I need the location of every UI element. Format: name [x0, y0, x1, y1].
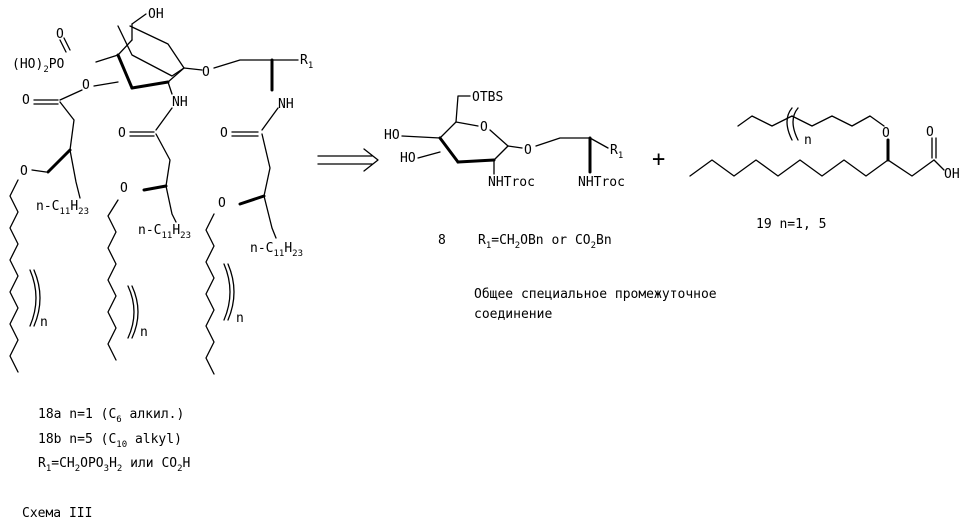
compound-8-structure: OTBS O HO HO NHTroc O R1 NHTroc — [384, 90, 625, 190]
c8-ring-side — [494, 146, 508, 160]
c19-ether-o: O — [882, 126, 890, 141]
c8-ho2: HO — [400, 151, 416, 166]
c19-bracket-b — [793, 108, 798, 140]
c18-phosphate: (HO)2PO — [12, 57, 65, 75]
c18-chain3 — [262, 134, 270, 196]
c18-po-double2 — [64, 38, 70, 50]
c18-alkyl1: n-C11H23 — [36, 199, 89, 217]
c18-ring-bonds — [118, 26, 184, 76]
c18-chain2 — [156, 134, 170, 186]
c18-n2: n — [140, 325, 148, 340]
compound-19-structure: O n O OH — [690, 108, 960, 182]
c18-ether1-o: O — [20, 164, 28, 179]
c18-tail1 — [10, 180, 18, 372]
c18-ester-carbonyl-o: O — [22, 93, 30, 108]
c18-n3: n — [236, 311, 244, 326]
c19-n: n — [804, 133, 812, 148]
c8-label: R1=CH2OBn or CO2Bn — [478, 233, 612, 251]
c8-ho2-bond — [418, 152, 440, 158]
c18-ether3-o: O — [218, 196, 226, 211]
c18-label-line3: R1=CH2OPO3H2 или CO2H — [38, 456, 190, 474]
c18-r1: R1 — [300, 53, 313, 71]
c18-amide1 — [156, 108, 172, 130]
c19-oh: OH — [944, 167, 960, 182]
c18-glyco-o: O — [202, 65, 210, 80]
c18-label-line2: 18b n=5 (C10 alkyl) — [38, 432, 182, 450]
c8-ring-right — [490, 130, 508, 146]
plus-sign: + — [652, 147, 665, 172]
c18-nh2: NH — [278, 97, 294, 112]
c18-amide2-o: O — [220, 126, 228, 141]
c18-glyco-bond — [184, 68, 202, 70]
c19-oh-bond — [934, 160, 944, 170]
c18-ether2-o: O — [120, 181, 128, 196]
c18-wedge2 — [144, 186, 166, 190]
c18-tail2 — [108, 200, 118, 360]
c8-glyco-bond — [508, 146, 522, 148]
c18-bracket1 — [30, 270, 36, 326]
c18-nh1-bond — [168, 82, 172, 94]
c8-ring-front1 — [440, 138, 458, 162]
c19-bracket — [787, 108, 792, 140]
scheme-title: Схема III — [22, 506, 92, 521]
intermediate-caption-line2: соединение — [474, 307, 552, 322]
c19-main-chain — [690, 160, 888, 176]
intermediate-caption-line1: Общее специальное промежуточное — [474, 287, 717, 302]
c18-wedge3 — [240, 196, 264, 204]
c8-r1: R1 — [610, 143, 623, 161]
c8-nhtroc2: NHTroc — [578, 175, 625, 190]
c18-label-line1: 18a n=1 (C6 алкил.) — [38, 407, 184, 425]
c18-p-o-bond — [96, 55, 118, 62]
c18-bracket3 — [224, 264, 230, 320]
c19-acid-o: O — [926, 125, 934, 140]
c18-wedge1 — [48, 150, 70, 172]
c8-aglycone — [536, 138, 608, 148]
c18-n1: n — [40, 315, 48, 330]
c18-ester-to-co — [60, 90, 82, 100]
c18-chain1-lower — [70, 150, 80, 198]
c18-tail3 — [206, 214, 214, 374]
c8-ring-left — [440, 122, 456, 138]
c18-chain2-lower — [166, 186, 176, 222]
c18-bracket2 — [128, 286, 134, 338]
c18-ring-bond-left — [118, 40, 132, 55]
c18-ring-bond-front2 — [132, 82, 168, 88]
c18-bracket3b — [228, 264, 234, 320]
c8-nhtroc1: NHTroc — [488, 175, 535, 190]
c18-alkyl3: n-C11H23 — [250, 241, 303, 259]
c18-amide2 — [262, 108, 278, 130]
compound-18-structure: OH (HO)2PO O O O O n-C11H23 n NH O — [10, 7, 313, 374]
c18-amide1-o: O — [118, 126, 126, 141]
c8-otbs: OTBS — [472, 90, 503, 105]
c18-nh1: NH — [172, 95, 188, 110]
c19-ether-chain — [738, 116, 884, 126]
c8-ho1-bond — [402, 136, 440, 138]
c8-glyco-o: O — [524, 143, 532, 158]
c18-ch2oh-bond — [132, 14, 146, 24]
c8-ho1: HO — [384, 128, 400, 143]
c18-aglycone — [214, 60, 272, 68]
c8-ring-front2 — [458, 160, 494, 162]
c18-oh: OH — [148, 7, 164, 22]
c8-ring-o: O — [480, 120, 488, 135]
c8-number: 8 — [438, 233, 446, 248]
c18-alkyl2: n-C11H23 — [138, 223, 191, 241]
retrosynthesis-arrow — [318, 149, 378, 171]
c8-ring-top — [456, 122, 478, 126]
c18-bracket2b — [132, 286, 138, 338]
c18-ester-o: O — [82, 78, 90, 93]
c18-chain3-lower — [264, 196, 276, 238]
c8-ch2 — [456, 96, 470, 122]
c18-po-oxygen: O — [56, 27, 64, 42]
c18-ester-chain — [60, 102, 74, 150]
c18-ether1-bond — [32, 170, 46, 172]
c18-ring-to-ester — [94, 82, 118, 86]
c19-acid-chain — [888, 160, 934, 176]
c19-label: 19 n=1, 5 — [756, 217, 826, 232]
c18-ring-bond-front — [118, 55, 132, 88]
